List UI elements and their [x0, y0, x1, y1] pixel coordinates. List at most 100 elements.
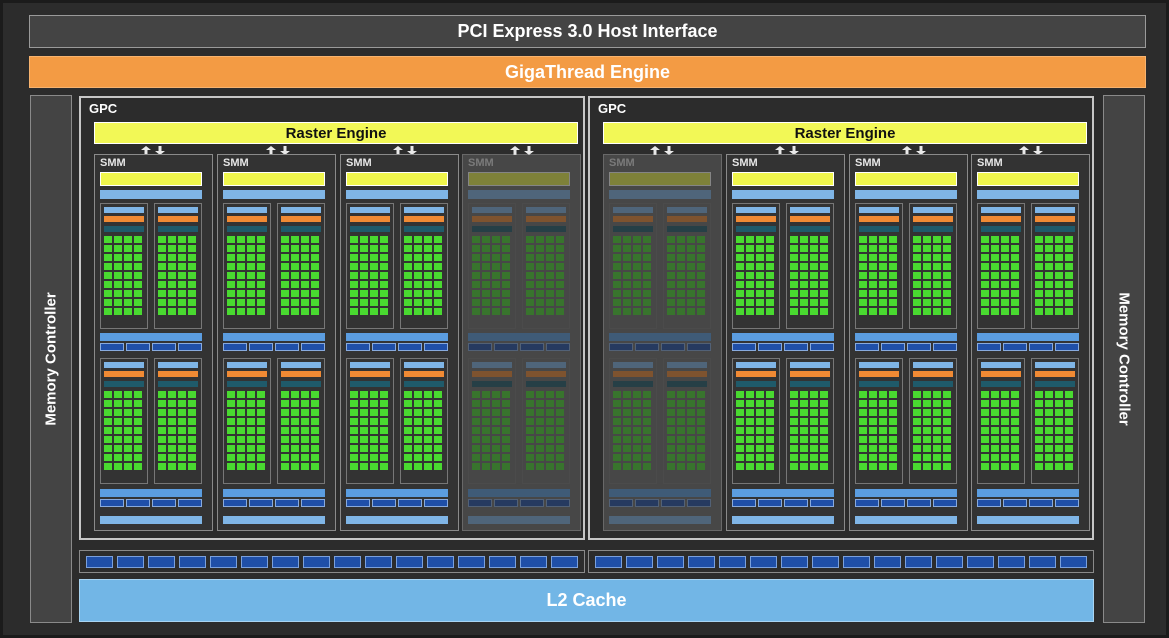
cuda-core — [556, 445, 564, 452]
processing-block — [154, 358, 202, 484]
cuda-core — [1055, 245, 1063, 252]
cuda-core — [536, 427, 544, 434]
smm-label: SMM — [468, 157, 494, 169]
shared-memory — [732, 516, 834, 524]
cuda-core — [227, 290, 235, 297]
processing-cluster-bottom — [609, 358, 711, 484]
cuda-core — [1035, 454, 1043, 461]
sfu-unit — [275, 343, 299, 351]
smm-disabled: SMM — [603, 154, 722, 531]
cuda-core — [281, 427, 289, 434]
sfu-unit — [372, 343, 396, 351]
cuda-core — [237, 400, 245, 407]
processing-cluster-top — [732, 203, 834, 329]
cuda-core — [472, 409, 480, 416]
cuda-core — [556, 436, 564, 443]
cuda-core — [360, 308, 368, 315]
cuda-core — [643, 427, 651, 434]
cuda-core — [124, 281, 132, 288]
cuda-core — [800, 454, 808, 461]
cuda-core — [404, 236, 412, 243]
processing-block — [468, 203, 516, 329]
sfu-unit — [881, 499, 905, 507]
cuda-core — [869, 236, 877, 243]
cuda-core — [869, 436, 877, 443]
cuda-core — [687, 463, 695, 470]
bidirectional-arrow-icon — [902, 146, 926, 155]
cuda-core — [311, 281, 319, 288]
cuda-core — [482, 254, 490, 261]
cuda-core — [820, 263, 828, 270]
sfu-unit — [1029, 343, 1053, 351]
cuda-core — [482, 409, 490, 416]
cuda-core — [247, 418, 255, 425]
instruction-cache — [223, 190, 325, 199]
cuda-core — [424, 454, 432, 461]
cuda-core — [1011, 299, 1019, 306]
cuda-core — [301, 299, 309, 306]
cuda-core — [350, 409, 358, 416]
cuda-core — [350, 236, 358, 243]
cuda-core — [247, 391, 255, 398]
cuda-core — [1055, 290, 1063, 297]
processing-cluster-bottom — [732, 358, 834, 484]
load-store-bar — [223, 489, 325, 497]
cuda-core — [810, 281, 818, 288]
cuda-core — [188, 290, 196, 297]
cuda-core — [492, 245, 500, 252]
cuda-core — [1065, 427, 1073, 434]
cuda-core — [536, 281, 544, 288]
cuda-core — [687, 427, 695, 434]
sfu-unit — [881, 343, 905, 351]
cuda-core — [633, 299, 641, 306]
cuda-core — [697, 299, 705, 306]
processing-block — [663, 203, 711, 329]
cuda-core — [281, 409, 289, 416]
cuda-core — [526, 427, 534, 434]
register-file — [1035, 381, 1075, 387]
cuda-core — [301, 463, 309, 470]
sfu-unit — [372, 499, 396, 507]
sfu-unit — [301, 343, 325, 351]
cuda-core — [687, 409, 695, 416]
cuda-core — [923, 409, 931, 416]
cuda-core — [237, 427, 245, 434]
cuda-core — [114, 454, 122, 461]
cuda-core-grid — [281, 236, 319, 315]
cuda-core — [643, 254, 651, 261]
cuda-core — [981, 308, 989, 315]
cuda-core — [790, 427, 798, 434]
cuda-core — [766, 445, 774, 452]
cuda-core — [810, 308, 818, 315]
cuda-core — [1001, 308, 1009, 315]
cuda-core — [677, 299, 685, 306]
processing-block — [346, 203, 394, 329]
cuda-core — [370, 427, 378, 434]
cuda-core — [913, 236, 921, 243]
cuda-core — [687, 263, 695, 270]
cuda-core — [736, 463, 744, 470]
load-store-bar — [732, 489, 834, 497]
cuda-core-grid — [104, 391, 142, 470]
cuda-core — [923, 445, 931, 452]
cuda-core — [257, 281, 265, 288]
cuda-core — [879, 299, 887, 306]
cuda-core — [746, 308, 754, 315]
cuda-core — [913, 263, 921, 270]
cuda-core — [879, 236, 887, 243]
cuda-core — [134, 308, 142, 315]
cuda-core — [350, 454, 358, 461]
cuda-core — [404, 272, 412, 279]
cuda-core — [124, 400, 132, 407]
smm-label: SMM — [100, 157, 126, 169]
cuda-core — [404, 436, 412, 443]
cuda-core — [687, 254, 695, 261]
cuda-core — [923, 463, 931, 470]
cuda-core — [556, 409, 564, 416]
cuda-core — [424, 281, 432, 288]
memory-slice — [489, 555, 516, 568]
cuda-core — [1011, 263, 1019, 270]
cuda-core — [746, 391, 754, 398]
cuda-core — [424, 263, 432, 270]
